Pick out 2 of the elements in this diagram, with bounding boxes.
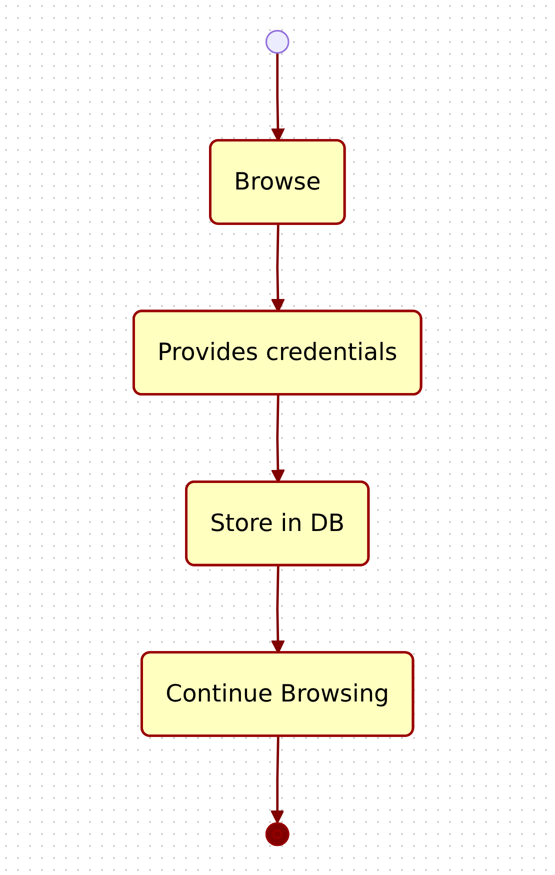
node-circle	[266, 29, 290, 54]
arrow	[270, 736, 284, 824]
